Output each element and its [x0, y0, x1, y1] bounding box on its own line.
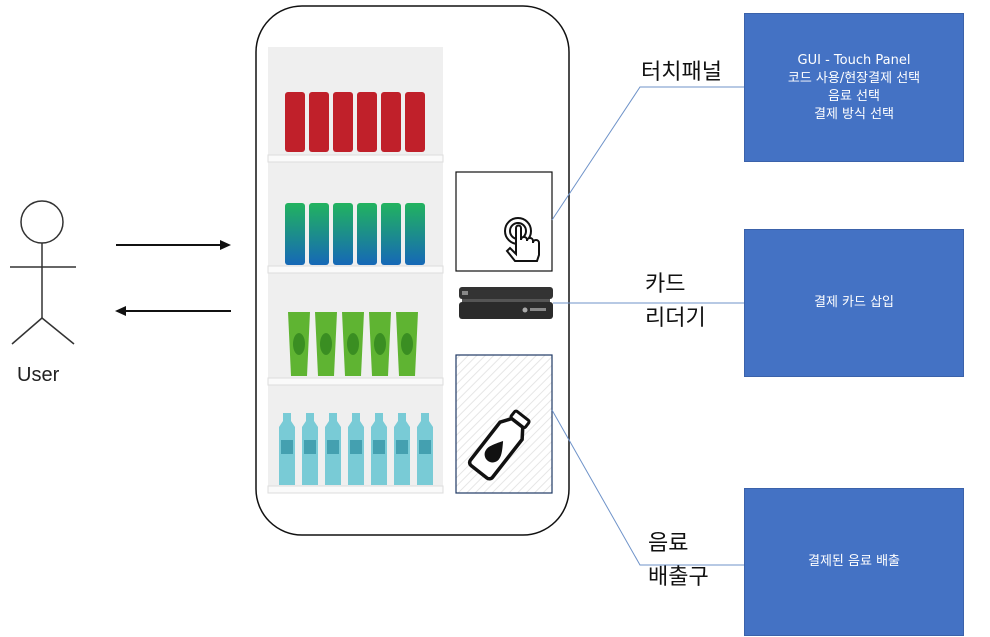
card-reader-label-line2: 리더기 [645, 306, 706, 331]
card-reader-description-box: 결제 카드 삽입 [744, 229, 964, 377]
dispenser-label-line2: 배출구 [648, 565, 709, 590]
touch-panel-label: 터치패널 [641, 60, 722, 85]
card-reader-label-line1: 카드 [645, 272, 686, 297]
green-can-row [285, 203, 425, 265]
arrow-to-user [115, 306, 231, 316]
connector-touch-panel [551, 86, 744, 221]
arrow-to-machine [116, 240, 231, 250]
dispenser-desc-line1: 결제된 음료 배출 [808, 554, 900, 569]
touch-panel-desc-line3: 음료 선택 [828, 88, 880, 104]
dispenser-label-line1: 음료 [648, 531, 689, 556]
red-can-row [285, 92, 425, 152]
touch-panel-desc-line4: 결제 방식 선택 [813, 106, 895, 122]
drink-shelf-display [267, 47, 444, 494]
green-cup-row [288, 312, 418, 376]
card-reader-device [459, 287, 553, 319]
touch-panel-desc-line2: 코드 사용/현장결제 선택 [787, 70, 921, 86]
connector-dispenser [551, 409, 744, 566]
bottle-icon [467, 409, 531, 481]
user-stick-figure [10, 200, 76, 345]
touch-panel-description-box: GUI - Touch Panel 코드 사용/현장결제 선택 음료 선택 결제… [744, 13, 964, 162]
user-label: User [17, 364, 60, 386]
touch-hand-icon [504, 217, 540, 262]
dispenser-description-box: 결제된 음료 배출 [744, 488, 964, 636]
touch-panel-desc-line1: GUI - Touch Panel [797, 52, 911, 68]
card-reader-desc-line1: 결제 카드 삽입 [813, 295, 895, 310]
